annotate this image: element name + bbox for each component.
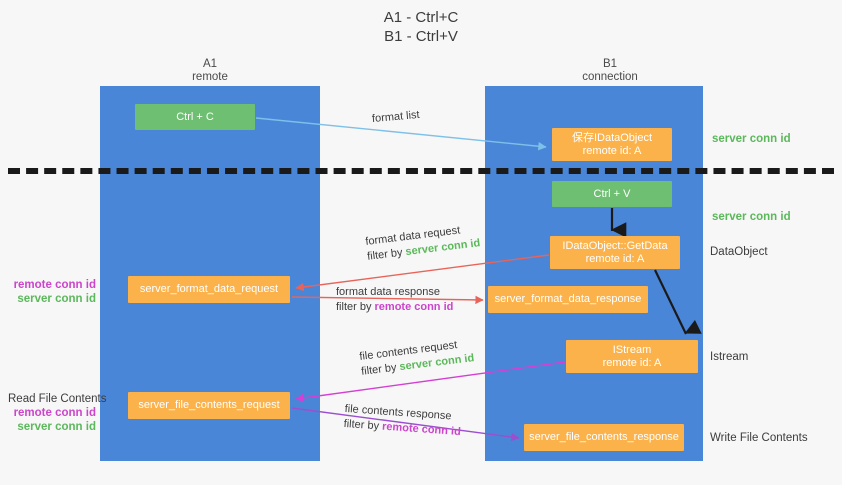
node-istream-label: IStream (612, 343, 652, 356)
edge-label-format-data-response-filter: filter by remote conn id (336, 300, 453, 315)
edge-label-format-data-request: format data request filter by server con… (365, 221, 482, 265)
filter-prefix: filter by (360, 361, 401, 378)
node-save-idataobject-label: 保存IDataObject (571, 131, 653, 144)
lane-a1-name: A1 (202, 58, 218, 70)
node-ctrl-c-label: Ctrl + C (176, 110, 214, 123)
filter-prefix: filter by (366, 246, 407, 263)
filter-prefix: filter by (343, 417, 383, 433)
left-label-read-file-contents: Read File Contents (8, 393, 107, 405)
lane-header-a1: A1 remote (125, 58, 295, 84)
title-line-2: B1 - Ctrl+V (384, 28, 458, 45)
filter-value-remote-conn-id: remote conn id (374, 301, 454, 313)
node-ctrl-v-label: Ctrl + V (593, 187, 631, 200)
edge-label-format-list-text: format list (371, 108, 421, 126)
page-title: A1 - Ctrl+C B1 - Ctrl+V (0, 8, 842, 46)
side-label-server-conn-id-mid: server conn id (712, 211, 791, 223)
left-label-server-conn-id-2: server conn id (17, 421, 96, 433)
lane-header-b1: B1 connection (525, 58, 695, 84)
node-idataobject-getdata[interactable]: IDataObject::GetData remote id: A (550, 236, 680, 269)
node-istream-sublabel: remote id: A (602, 356, 662, 369)
lane-b1-name: B1 (602, 58, 618, 70)
node-server-file-contents-response[interactable]: server_file_contents_response (524, 424, 684, 451)
side-label-write-file-contents: Write File Contents (710, 432, 808, 444)
left-label-remote-conn-id-1: remote conn id (13, 279, 96, 291)
side-label-server-conn-id-top: server conn id (712, 133, 791, 145)
left-label-remote-conn-id-2: remote conn id (13, 407, 96, 419)
node-server-file-contents-request-label: server_file_contents_request (138, 399, 280, 411)
node-server-file-contents-response-label: server_file_contents_response (529, 431, 679, 443)
node-server-format-data-request-label: server_format_data_request (139, 283, 279, 295)
node-ctrl-v[interactable]: Ctrl + V (552, 181, 672, 207)
phase-divider (8, 168, 834, 174)
edge-label-format-data-response-text: format data response (336, 286, 440, 298)
edge-label-format-data-response: format data response filter by remote co… (336, 285, 453, 315)
title-line-1: A1 - Ctrl+C (383, 9, 459, 26)
node-server-format-data-response-label: server_format_data_response (494, 293, 642, 305)
node-save-idataobject-sublabel: remote id: A (582, 144, 642, 157)
node-server-format-data-request[interactable]: server_format_data_request (128, 276, 290, 303)
left-label-read-file-contents-group: Read File Contents remote conn id server… (8, 392, 107, 434)
node-save-idataobject[interactable]: 保存IDataObject remote id: A (552, 128, 672, 161)
lane-b1-role: connection (582, 71, 638, 83)
side-label-istream: Istream (710, 351, 749, 363)
filter-prefix: filter by (336, 301, 375, 313)
side-label-dataobject: DataObject (710, 246, 768, 258)
edge-label-format-list: format list (371, 108, 421, 127)
lane-a1-role: remote (192, 71, 228, 83)
node-server-file-contents-request[interactable]: server_file_contents_request (128, 392, 290, 419)
node-ctrl-c[interactable]: Ctrl + C (135, 104, 255, 130)
edge-label-file-contents-response: file contents response filter by remote … (343, 402, 462, 440)
left-label-conn-ids-format: remote conn id server conn id (8, 278, 96, 306)
node-getdata-label: IDataObject::GetData (562, 239, 668, 252)
left-label-server-conn-id-1: server conn id (17, 293, 96, 305)
edge-label-file-contents-request: file contents request filter by server c… (359, 336, 476, 380)
node-server-format-data-response[interactable]: server_format_data_response (488, 286, 648, 313)
node-istream[interactable]: IStream remote id: A (566, 340, 698, 373)
node-getdata-sublabel: remote id: A (585, 252, 645, 265)
